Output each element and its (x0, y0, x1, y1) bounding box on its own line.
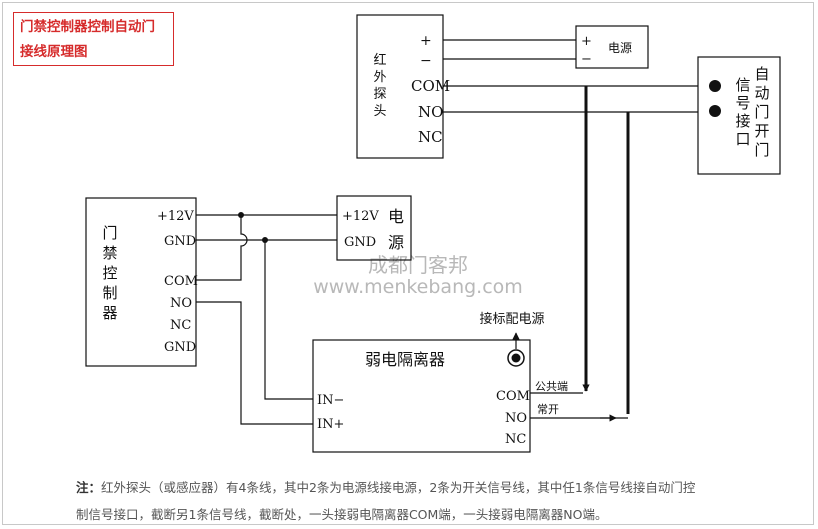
door-signal-char: 开 (754, 122, 769, 140)
controller-name-char: 禁 (102, 244, 117, 262)
controller-name-char: 控 (102, 264, 117, 282)
watermark-cn: 成都门客邦 (368, 253, 468, 277)
junction-12v (238, 212, 244, 218)
sensor-terminal-com: COM (411, 77, 450, 95)
note-line-1-text: 红外探头（或感应器）有4条线，其中2条为电源线接电源，2条为开关信号线，其中任1… (101, 480, 696, 495)
controller-power-gnd: GND (344, 235, 376, 250)
door-signal-terminal-2 (709, 105, 721, 117)
sensor-power-label: 电源 (608, 41, 632, 55)
controller-terminal-com: COM (164, 274, 198, 289)
sensor-power-plus: + (581, 34, 592, 49)
controller-terminal-gnd: GND (164, 234, 196, 249)
controller-power-12v: +12V (342, 209, 379, 224)
isolator-name: 弱电隔离器 (365, 350, 445, 369)
sensor-terminal-minus: − (420, 53, 432, 69)
controller-power-box (336, 195, 412, 261)
title-line-1: 门禁控制器控制自动门 (20, 19, 155, 35)
sensor-name-char: 头 (373, 104, 386, 119)
wire-no-to-in-plus (196, 301, 313, 425)
sensor-wires (443, 39, 698, 422)
isolator-input-plus: IN+ (317, 417, 344, 432)
controller-wires (196, 214, 337, 425)
watermark-url: www.menkebang.com (313, 276, 523, 298)
isolator-power-label: 接标配电源 (479, 311, 544, 327)
isolator-power-jack (507, 349, 525, 367)
no-wire-label: 常开 (537, 403, 559, 416)
isolator-output-no: NO (505, 411, 527, 426)
isolator-box (312, 339, 531, 453)
note-line-1: 注：红外探头（或感应器）有4条线，其中2条为电源线接电源，2条为开关信号线，其中… (76, 474, 776, 501)
controller-terminal-12v: +12V (157, 209, 194, 224)
note-prefix: 注： (76, 480, 102, 495)
title-box: 门禁控制器控制自动门 接线原理图 (13, 12, 174, 66)
sensor-power-minus: − (581, 52, 592, 67)
sensor-terminal-no: NO (418, 103, 443, 121)
controller-name-char: 门 (102, 224, 117, 242)
door-signal-char: 接 (735, 112, 750, 130)
door-signal-char: 门 (754, 141, 769, 159)
door-signal-char: 号 (735, 94, 750, 112)
door-signal-char: 动 (754, 84, 769, 102)
sensor-name-char: 红 (373, 52, 386, 68)
sensor-terminal-plus: + (420, 33, 432, 49)
door-signal-char: 门 (754, 103, 769, 121)
access-controller-box (85, 197, 197, 367)
controller-power-char: 电 (388, 207, 404, 226)
sensor-power-box (575, 25, 649, 69)
controller-terminal-gnd-2: GND (164, 340, 196, 355)
sensor-name-char: 探 (373, 87, 386, 102)
note-line-2: 制信号接口，截断另1条信号线，截断处，一头接弱电隔离器COM端，一头接弱电隔离器… (76, 507, 608, 522)
controller-name-char: 制 (102, 284, 117, 302)
sensor-terminal-nc: NC (418, 128, 443, 146)
controller-terminal-nc: NC (170, 318, 191, 333)
wire-com-to-12v (196, 215, 248, 281)
isolator-input-minus: IN− (317, 393, 344, 408)
title-line-2: 接线原理图 (20, 44, 88, 60)
controller-name-char: 器 (102, 304, 117, 322)
controller-terminal-no: NO (170, 296, 192, 311)
sensor-name-char: 外 (373, 70, 386, 85)
com-wire-label: 公共端 (535, 380, 568, 393)
controller-power-char: 源 (388, 233, 404, 252)
door-signal-char: 口 (735, 130, 750, 148)
isolator-power-jack-pin (511, 353, 521, 363)
wire-gnd-to-in-minus (264, 240, 313, 400)
door-signal-terminal-1 (709, 80, 721, 92)
junction-gnd (262, 237, 268, 243)
door-signal-char: 自 (754, 65, 769, 83)
note-text: 注：红外探头（或感应器）有4条线，其中2条为电源线接电源，2条为开关信号线，其中… (76, 474, 776, 528)
door-signal-char: 信 (735, 76, 750, 94)
door-signal-box (697, 56, 781, 175)
isolator-output-nc: NC (505, 432, 526, 447)
isolator-output-com: COM (496, 389, 530, 404)
